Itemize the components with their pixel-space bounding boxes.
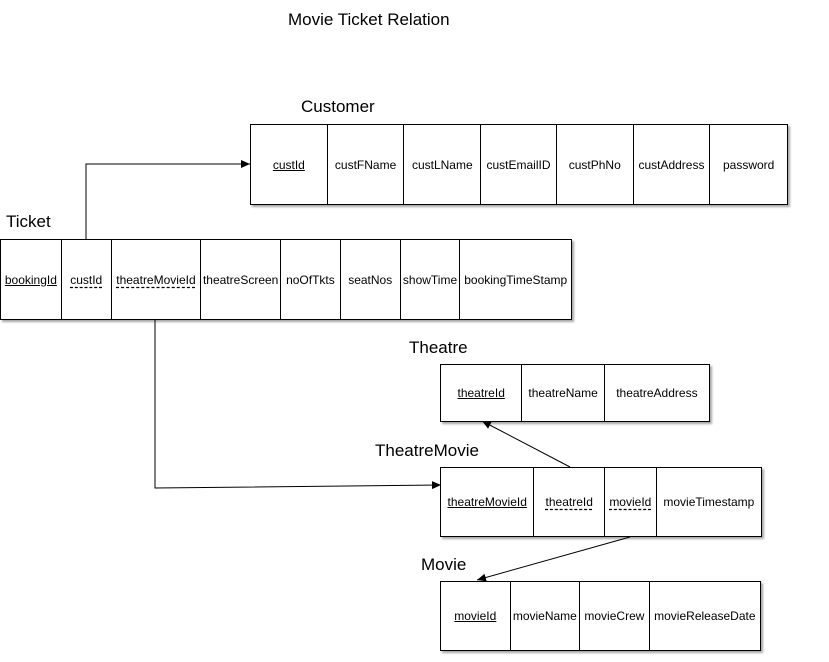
theatre-label: Theatre xyxy=(409,338,468,357)
theatre-table: theatreId theatreName theatreAddress xyxy=(440,364,710,422)
ticket-to-theatremovie-arrow xyxy=(154,319,442,490)
customer-table: custId custFName custLName custEmailID c… xyxy=(250,124,788,205)
ticket-to-customer-arrow xyxy=(85,160,250,239)
ticket-col-theatremovieid: theatreMovieId xyxy=(112,240,202,319)
customer-col-custlname: custLName xyxy=(404,125,482,204)
theatre-col-theatreaddress: theatreAddress xyxy=(616,386,698,400)
ticket-col-custid: custId xyxy=(62,240,112,319)
ticket-col-bookingid: bookingId xyxy=(1,240,62,319)
movie-col-movieid: movieId xyxy=(441,582,511,650)
ticket-col-nooftkts: noOfTkts xyxy=(281,240,341,319)
ticket-col-seatnos: seatNos xyxy=(341,240,401,319)
customer-col-custphno: custPhNo xyxy=(557,125,634,204)
movie-col-moviename: movieName xyxy=(511,582,581,650)
ticket-col-theatrescreen: theatreScreen xyxy=(201,240,282,319)
movie-label: Movie xyxy=(421,555,467,574)
theatremovie-col-movieid: movieId xyxy=(605,468,657,536)
customer-col-custaddress: custAddress xyxy=(634,125,711,204)
movie-col-moviereleasedate: movieReleaseDate xyxy=(654,609,756,623)
customer-col-custemailid: custEmailID xyxy=(481,125,557,204)
ticket-col-bookingtimestamp: bookingTimeStamp xyxy=(464,272,568,287)
theatremovie-to-theatre-arrow xyxy=(481,420,571,468)
ticket-label: Ticket xyxy=(6,212,51,231)
movie-col-moviecrew: movieCrew xyxy=(580,582,650,650)
customer-col-password: password xyxy=(722,157,775,172)
theatre-col-theatrename: theatreName xyxy=(522,365,605,421)
customer-col-custfname: custFName xyxy=(328,125,405,204)
theatremovie-table: theatreMovieId theatreId movieId movieTi… xyxy=(440,467,762,537)
customer-label: Customer xyxy=(301,97,375,116)
theatremovie-col-theatreid: theatreId xyxy=(534,468,605,536)
ticket-col-showtime: showTime xyxy=(401,240,461,319)
theatremovie-col-theatremovieid: theatreMovieId xyxy=(441,468,535,536)
movie-table: movieId movieName movieCrew movieRelease… xyxy=(440,581,761,651)
customer-col-custid: custId xyxy=(251,125,328,204)
theatre-col-theatreid: theatreId xyxy=(441,365,523,421)
ticket-table: bookingId custId theatreMovieId theatreS… xyxy=(0,239,572,320)
diagram-title: Movie Ticket Relation xyxy=(288,10,450,29)
theatremovie-label: TheatreMovie xyxy=(375,441,479,460)
theatremovie-to-movie-arrow xyxy=(476,536,631,582)
theatremovie-col-movietimestamp: movieTimestamp xyxy=(663,495,755,509)
